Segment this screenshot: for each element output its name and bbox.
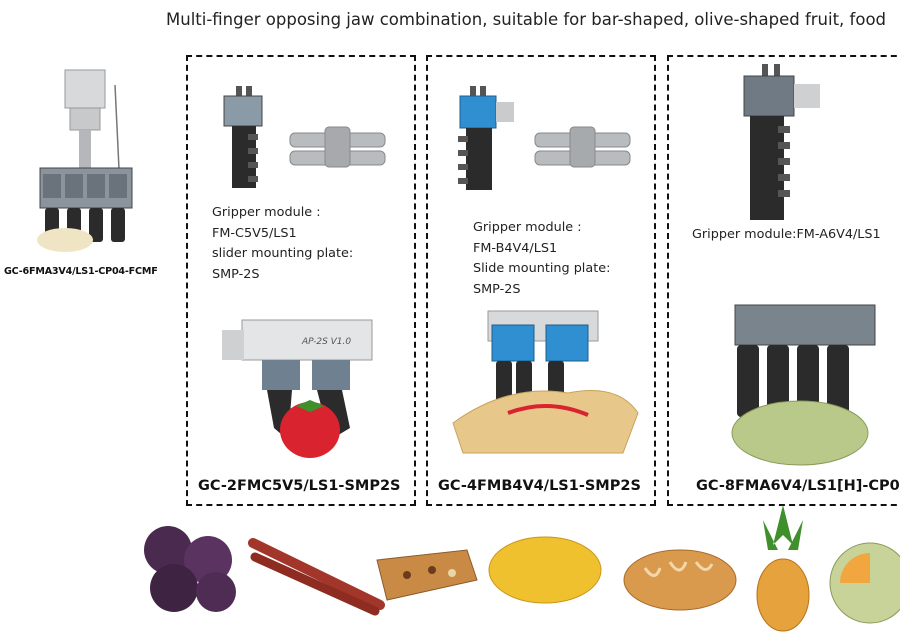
mango-icon xyxy=(488,536,602,604)
product-panel-3 xyxy=(667,55,900,506)
panel-3-model: GC-8FMA6V4/LS1[H]-CP0 xyxy=(696,478,900,494)
mounting-plate-image xyxy=(289,126,386,168)
spec-line: Gripper module : xyxy=(212,205,321,220)
panel-2-spec: Gripper module : FM-B4V4/LS1 Slide mount… xyxy=(473,218,610,300)
plums-icon xyxy=(144,526,236,612)
spec-line: slider mounting plate: xyxy=(212,246,354,261)
gripper-module-b4v4-image xyxy=(458,86,514,190)
bread-loaf-icon xyxy=(623,549,737,611)
gripper-module-a6v4-image xyxy=(743,64,820,220)
spec-line: Gripper module:FM-A6V4/LS1 xyxy=(692,227,881,242)
granola-bar-icon xyxy=(376,549,478,601)
panel-3-spec: Gripper module:FM-A6V4/LS1 xyxy=(692,225,881,246)
melon-icon xyxy=(829,542,900,624)
gripper-assembly-image xyxy=(37,69,133,252)
spec-line: Gripper module : xyxy=(473,220,582,235)
page-title: Multi-finger opposing jaw combination, s… xyxy=(166,10,887,29)
panel-1-spec: Gripper module : FM-C5V5/LS1 slider moun… xyxy=(212,203,353,285)
left-product-model: GC-6FMA3V4/LS1-CP04-FCMF xyxy=(4,266,158,277)
gripper-with-melon-image xyxy=(731,304,876,466)
gripper-with-strawberry-image: AP-2S V1.0 xyxy=(222,319,373,458)
spec-line: SMP-2S xyxy=(212,266,260,282)
pineapple-icon xyxy=(756,505,810,632)
spec-line: FM-C5V5/LS1 xyxy=(212,225,297,241)
panel-1-model: GC-2FMC5V5/LS1-SMP2S xyxy=(198,478,401,494)
sausage-sticks-icon xyxy=(248,538,385,616)
gripper-module-c5v5-image xyxy=(223,86,263,188)
product-panel-1 xyxy=(186,55,416,506)
panel-2-model: GC-4FMB4V4/LS1-SMP2S xyxy=(438,478,641,494)
spec-line: FM-B4V4/LS1 xyxy=(473,240,558,256)
spec-line: SMP-2S xyxy=(473,281,521,297)
gripper-with-chips-bag-image xyxy=(452,310,639,454)
device-model-label: AP-2S V1.0 xyxy=(301,337,351,347)
spec-line: Slide mounting plate: xyxy=(473,261,611,276)
mounting-plate-image xyxy=(534,126,631,168)
product-panel-2 xyxy=(426,55,656,506)
